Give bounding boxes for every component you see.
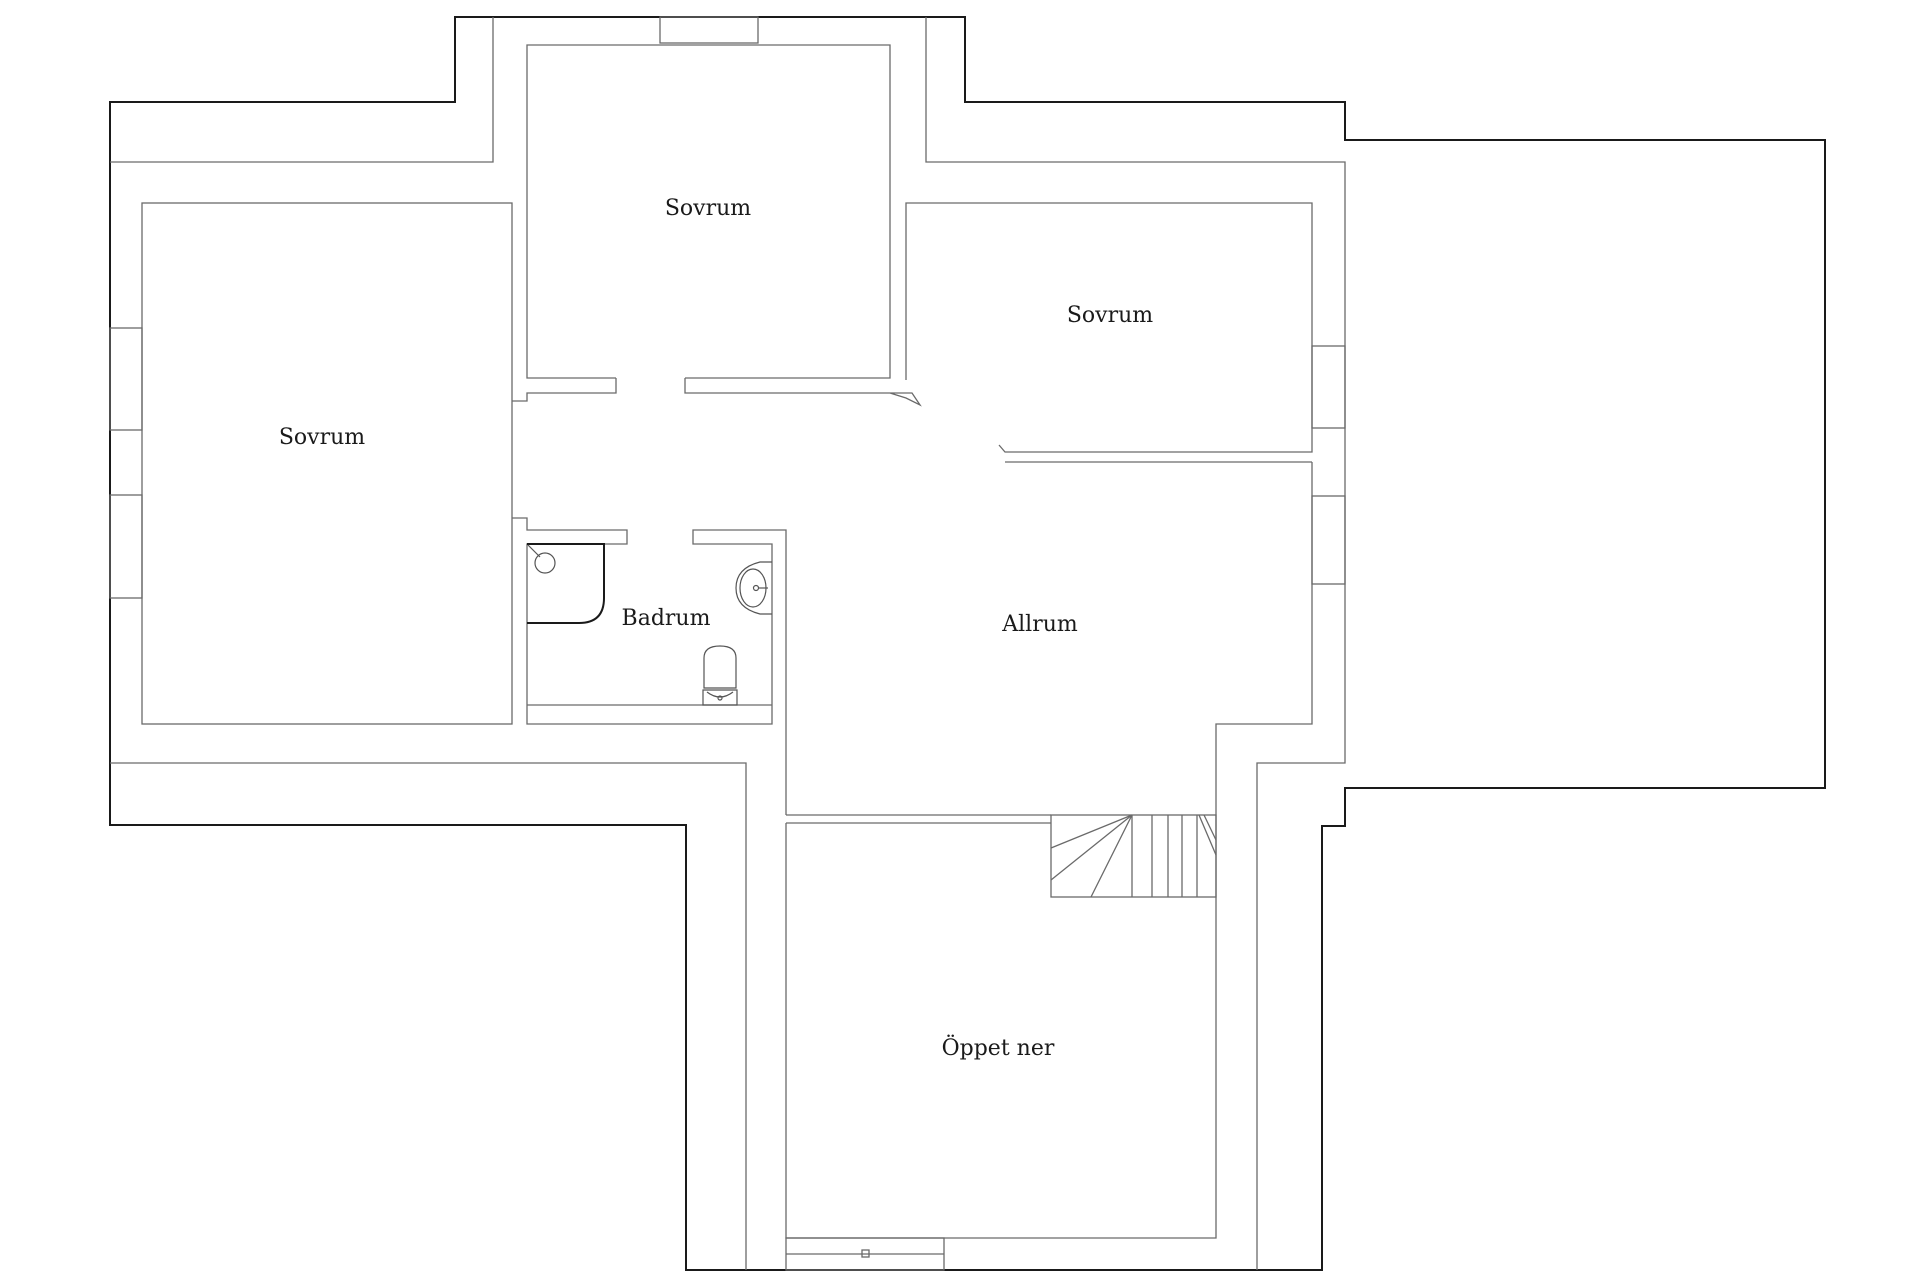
- window-east-2: [1311, 495, 1346, 585]
- room-sovrum-north: [512, 44, 922, 407]
- room-allrum: [785, 462, 1313, 1239]
- label-sovrum-north: Sovrum: [665, 196, 751, 221]
- outer-wall: [109, 16, 1826, 1271]
- room-badrum: [512, 517, 787, 815]
- sink-icon: [735, 561, 772, 615]
- window-west-2: [109, 494, 143, 599]
- toilet-icon: [702, 645, 738, 706]
- label-oppet-ner: Öppet ner: [942, 1034, 1055, 1061]
- room-sovrum-west: [141, 202, 513, 725]
- window-west-1: [109, 327, 143, 431]
- shower-icon: [527, 543, 605, 624]
- room-sovrum-east: [905, 202, 1313, 463]
- window-north: [659, 16, 759, 44]
- window-east-1: [1311, 345, 1346, 429]
- window-south: [785, 1237, 945, 1271]
- staircase: [1050, 814, 1217, 898]
- label-allrum: Allrum: [1001, 612, 1078, 637]
- label-badrum: Badrum: [622, 606, 711, 631]
- label-sovrum-east: Sovrum: [1067, 303, 1153, 328]
- inner-wall-face: [110, 17, 1346, 1270]
- label-sovrum-west: Sovrum: [279, 425, 365, 450]
